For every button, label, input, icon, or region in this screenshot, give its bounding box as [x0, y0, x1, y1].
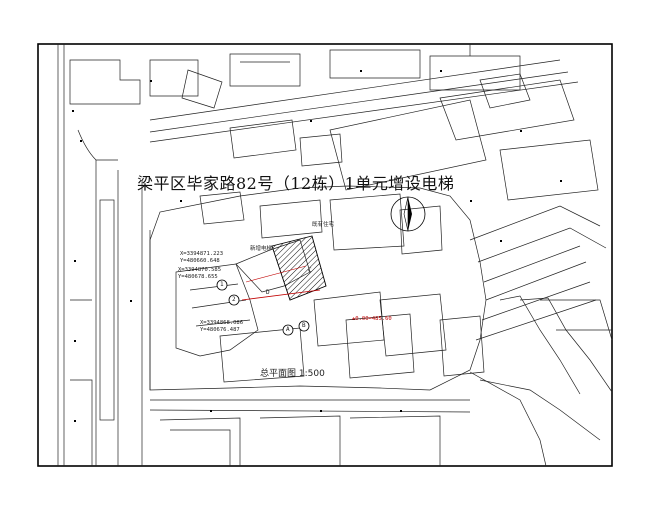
drawing-title: 梁平区毕家路82号（12栋）1单元增设电梯 [137, 174, 455, 193]
road-diagonal-top [149, 59, 561, 121]
axis-marker-2 [228, 294, 240, 306]
axis-marker-b [298, 320, 310, 332]
note-existing: 既有住宅 [312, 222, 335, 228]
axis-label-c: C [308, 267, 312, 274]
slope-right [469, 205, 601, 241]
axis-label-b: B [302, 322, 306, 329]
coord-p2-x: X=3394870.585 [178, 267, 222, 273]
axis-marker-a [282, 324, 294, 336]
coord-p3-y: Y=480676.487 [200, 327, 240, 333]
building-upper-left [69, 59, 141, 105]
dimension-line [241, 289, 321, 301]
coord-p3-x: X=3394868.086 [200, 320, 244, 326]
axis-label-2: 2 [232, 296, 236, 303]
road-curb [77, 129, 118, 161]
site-boundary [149, 185, 487, 391]
coord-p2-y: Y=480678.655 [178, 274, 218, 280]
axis-marker-1 [216, 279, 228, 291]
note-new-elevator: 新增电梯 [250, 246, 273, 252]
axis-label-1: 1 [220, 281, 224, 288]
drawing-frame [37, 43, 613, 467]
coord-p1-x: X=3394871.223 [180, 251, 224, 257]
coord-p1-y: Y=480660.648 [180, 258, 220, 264]
elevation-label: ±0.00=485.60 [352, 316, 392, 322]
axis-label-d: D [266, 289, 270, 296]
subject-building [175, 263, 259, 357]
axis-label-a: A [286, 326, 290, 333]
building-right-upper [329, 99, 487, 191]
north-arrow [390, 196, 426, 232]
drawing-subtitle: 总平面图 1:500 [260, 369, 325, 379]
strip-block [99, 199, 115, 421]
